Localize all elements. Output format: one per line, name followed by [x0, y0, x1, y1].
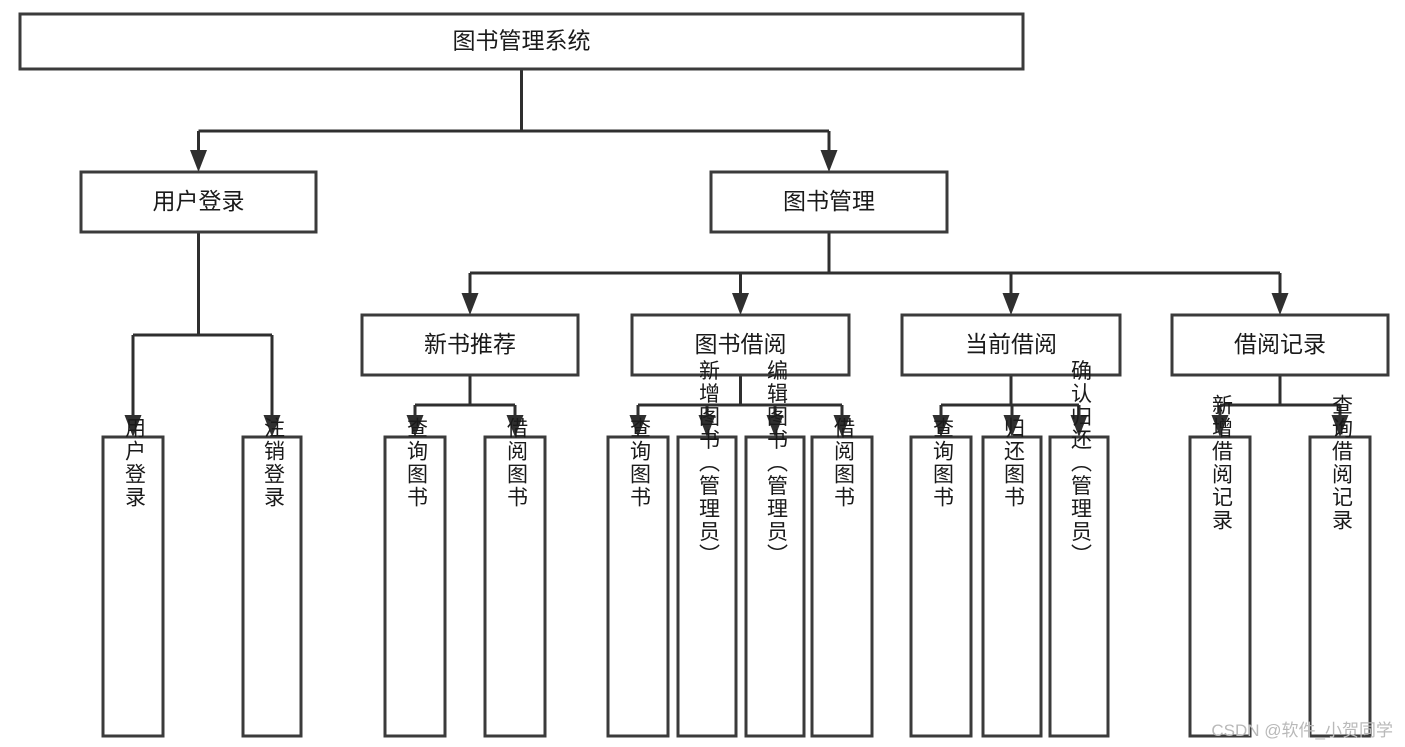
node-label: 新增借阅记录 [1209, 394, 1233, 532]
node-box [810, 435, 874, 738]
node-box [981, 435, 1043, 738]
connector-arrowhead [1271, 293, 1289, 315]
node-label: 查询图书 [930, 417, 954, 509]
node-box [630, 313, 851, 377]
node-leaf-user-login[interactable]: 用户登录 [101, 417, 165, 738]
connector-arrowhead [1331, 415, 1349, 437]
node-leaf-query-book-cur[interactable]: 查询图书 [909, 417, 973, 738]
node-leaf-query-book-rec[interactable]: 查询图书 [383, 417, 447, 738]
node-borrow-record[interactable]: 借阅记录 [1170, 313, 1390, 377]
node-label: 图书管理系统 [453, 28, 591, 54]
node-user-login[interactable]: 用户登录 [79, 170, 318, 234]
node-box [101, 435, 165, 738]
node-label: 当前借阅 [965, 331, 1057, 357]
node-box [18, 12, 1025, 71]
node-label: 归还图书 [1001, 417, 1025, 509]
node-box [79, 170, 318, 234]
node-leaf-edit-book[interactable]: 编辑图书（管理员） [744, 360, 806, 738]
node-label: 借阅记录 [1234, 331, 1326, 357]
connector-arrowhead [1211, 415, 1229, 437]
node-label: 编辑图书（管理员） [764, 360, 788, 567]
node-label: 借阅图书 [504, 417, 528, 509]
connector-arrowhead [629, 415, 647, 437]
node-label: 用户登录 [153, 188, 245, 214]
node-box [909, 435, 973, 738]
node-leaf-query-book-bor[interactable]: 查询图书 [606, 417, 670, 738]
node-label: 图书借阅 [695, 331, 787, 357]
connector-arrowhead [698, 415, 716, 437]
node-leaf-query-record[interactable]: 查询借阅记录 [1308, 394, 1372, 738]
node-label: 查询图书 [627, 417, 651, 509]
connector-arrowhead [1002, 293, 1020, 315]
node-box [483, 435, 547, 738]
node-box [744, 435, 806, 738]
node-box [900, 313, 1122, 377]
node-box [241, 435, 303, 738]
node-leaf-confirm-return[interactable]: 确认归还（管理员） [1048, 360, 1110, 738]
node-leaf-borrow-book-bor[interactable]: 借阅图书 [810, 417, 874, 738]
node-leaf-borrow-book-rec[interactable]: 借阅图书 [483, 417, 547, 738]
node-label: 确认归还（管理员） [1068, 360, 1092, 567]
connector-arrowhead [1003, 415, 1021, 437]
node-label: 查询图书 [404, 417, 428, 509]
node-box [1170, 313, 1390, 377]
connector-arrowhead [820, 150, 838, 172]
node-leaf-user-logout[interactable]: 注销登录 [241, 417, 303, 738]
node-box [1048, 435, 1110, 738]
node-leaf-add-record[interactable]: 新增借阅记录 [1188, 394, 1252, 738]
watermark-label: CSDN @软件_小贺同学 [1211, 721, 1393, 740]
node-new-book-recommend[interactable]: 新书推荐 [360, 313, 580, 377]
connector-arrowhead [406, 415, 424, 437]
connector-arrowhead [766, 415, 784, 437]
connector-arrowhead [190, 150, 207, 172]
node-label: 用户登录 [122, 417, 146, 509]
node-leaf-add-book[interactable]: 新增图书（管理员） [676, 360, 738, 738]
node-label: 借阅图书 [831, 417, 855, 509]
connector-arrowhead [506, 415, 524, 437]
node-label: 新书推荐 [424, 331, 516, 357]
connector-arrowhead [1070, 415, 1088, 437]
node-book-manage[interactable]: 图书管理 [709, 170, 949, 234]
node-label: 查询借阅记录 [1329, 394, 1353, 532]
connector-arrowhead [263, 415, 281, 437]
node-box [360, 313, 580, 377]
node-label: 新增图书（管理员） [696, 360, 720, 567]
node-current-borrow[interactable]: 当前借阅 [900, 313, 1122, 377]
connector-arrowhead [833, 415, 851, 437]
node-label: 图书管理 [783, 188, 875, 214]
node-label: 注销登录 [261, 417, 285, 509]
connector-arrowhead [461, 293, 479, 315]
node-book-borrow[interactable]: 图书借阅 [630, 313, 851, 377]
node-box [606, 435, 670, 738]
node-box [709, 170, 949, 234]
connector-arrowhead [932, 415, 950, 437]
node-layer: 图书管理系统用户登录图书管理新书推荐图书借阅当前借阅借阅记录用户登录注销登录查询… [18, 12, 1390, 738]
connector-arrowhead [732, 293, 749, 315]
node-box [383, 435, 447, 738]
connector-arrowhead [124, 415, 142, 437]
node-leaf-return-book[interactable]: 归还图书 [981, 417, 1043, 738]
edge-layer [124, 69, 1349, 437]
node-root[interactable]: 图书管理系统 [18, 12, 1025, 71]
node-box [1188, 435, 1252, 738]
node-box [676, 435, 738, 738]
node-box [1308, 435, 1372, 738]
